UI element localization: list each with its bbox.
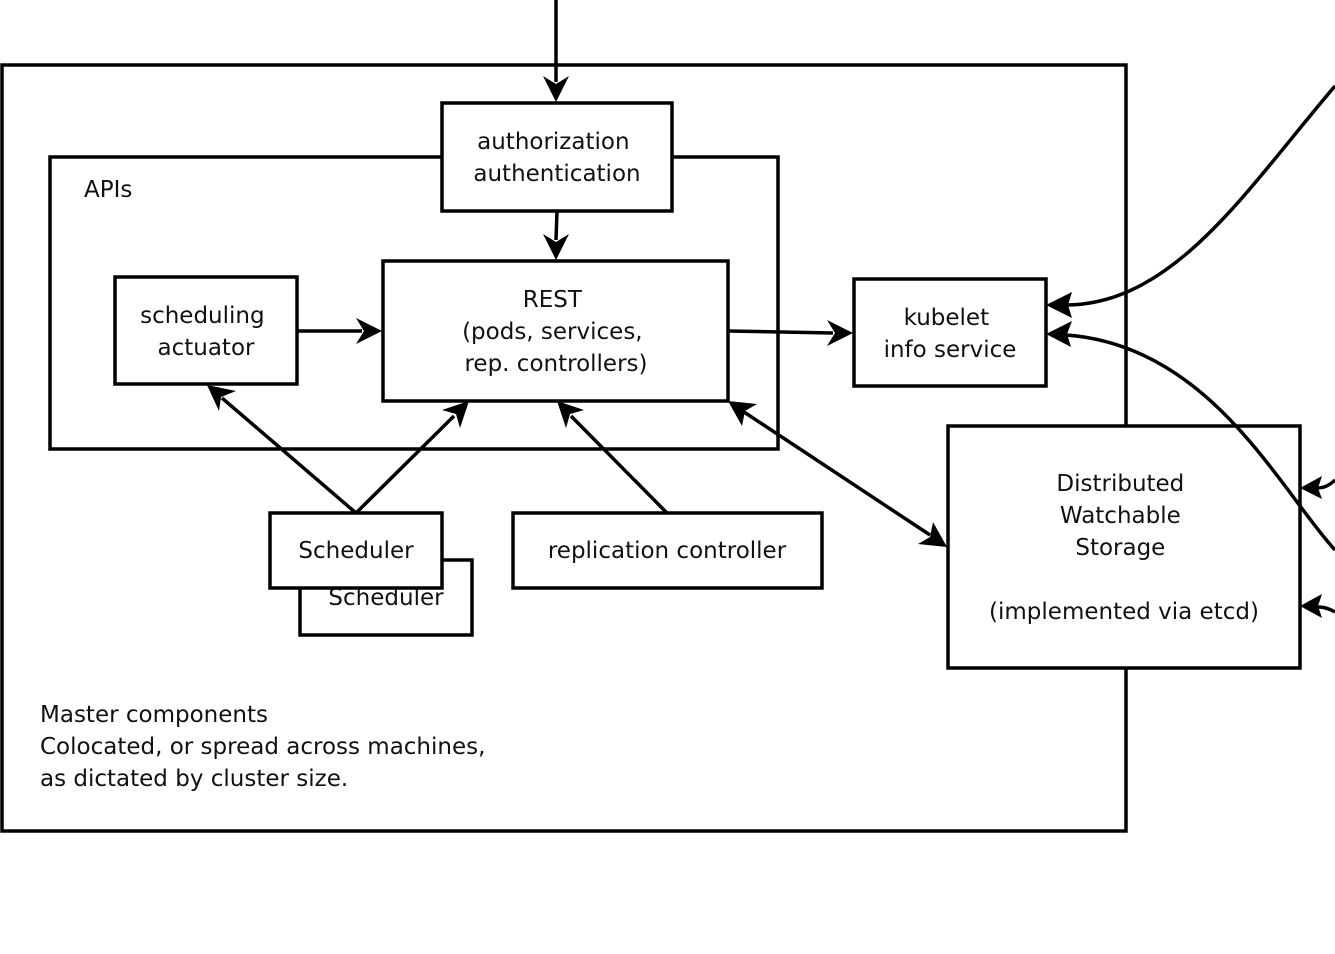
arrowhead-kubelet-from-rest	[827, 320, 853, 346]
rest-line-2: (pods, services,	[462, 319, 643, 345]
master-note-line-3: as dictated by cluster size.	[40, 766, 348, 792]
svg-text:Distributed Watchable: Distributed Watchable Storage (implement…	[989, 471, 1259, 625]
kubelet-node: kubelet info service	[852, 277, 1048, 388]
rest-line-3: rep. controllers)	[464, 351, 647, 377]
edge-auth-to-rest	[554, 210, 559, 241]
svg-text:REST (pods, services,: REST (pods, services, rep. controllers)	[462, 287, 650, 377]
arrowhead-kubelet-bottom	[1046, 321, 1072, 347]
storage-line-2: Watchable	[1060, 503, 1181, 529]
storage-node: Distributed Watchable Storage (implement…	[946, 424, 1302, 670]
kubelet-line-1: kubelet	[904, 305, 990, 331]
scheduling-actuator-line-1: scheduling	[140, 303, 265, 329]
edge-external-to-storage-upper	[1317, 478, 1335, 490]
storage-line-5: (implemented via etcd)	[989, 599, 1259, 625]
scheduling-actuator-node: scheduling actuator	[113, 275, 299, 386]
apis-frame	[48, 155, 780, 451]
arrowhead-storage-upper	[1300, 476, 1322, 499]
arrowhead-storage-lower	[1300, 594, 1322, 618]
rest-node: REST (pods, services, rep. controllers)	[381, 259, 730, 403]
arrowhead-auth	[543, 76, 569, 102]
edge-external-to-storage-lower	[1317, 605, 1335, 614]
arrowhead-rest-from-rc	[557, 401, 584, 428]
edge-scheduler-to-actuator	[220, 396, 358, 515]
storage-line-3: Storage	[1075, 535, 1165, 561]
scheduling-actuator-line-2: actuator	[158, 335, 256, 361]
svg-text:scheduling actuator: scheduling actuator	[140, 303, 272, 361]
scheduler-node: Scheduler	[268, 511, 444, 590]
arrowhead-kubelet-top	[1046, 292, 1072, 318]
kubelet-line-2: info service	[884, 337, 1017, 363]
arrowhead-rest-from-actuator	[356, 318, 382, 344]
auth-node: authorization authentication	[440, 101, 674, 213]
edge-rest-storage	[743, 410, 931, 537]
scheduler-label: Scheduler	[298, 538, 414, 564]
edge-external-to-kubelet-top	[1065, 84, 1335, 307]
arrowhead-actuator-from-scheduler	[207, 385, 236, 411]
arrowhead-rest-from-auth	[543, 234, 569, 260]
replication-controller-label: replication controller	[548, 538, 787, 564]
auth-line-1: authorization	[477, 129, 629, 155]
rest-line-1: REST	[523, 287, 583, 313]
apis-label: APIs	[84, 177, 132, 203]
edge-rest-to-kubelet	[727, 329, 834, 335]
arrowhead-rest-from-scheduler	[442, 401, 469, 428]
master-note-line-2: Colocated, or spread across machines,	[40, 734, 485, 760]
storage-line-1: Distributed	[1056, 471, 1184, 497]
svg-text:kubelet info service: kubelet info service	[884, 305, 1017, 363]
edges	[207, 0, 1335, 618]
arrowhead-rest-from-storage	[728, 401, 757, 426]
arrowhead-storage-from-rest	[918, 522, 947, 547]
master-note-line-1: Master components	[40, 702, 268, 728]
edge-rc-to-rest	[569, 414, 669, 515]
svg-text:authorization authentica: authorization authentication	[473, 129, 640, 187]
edge-scheduler-to-rest	[354, 414, 456, 515]
svg-text:Master components Colocate: Master components Colocated, or spread a…	[40, 702, 493, 792]
auth-line-2: authentication	[473, 161, 640, 187]
replication-controller-node: replication controller	[511, 511, 824, 590]
edge-external-to-kubelet-bottom	[1065, 333, 1335, 552]
